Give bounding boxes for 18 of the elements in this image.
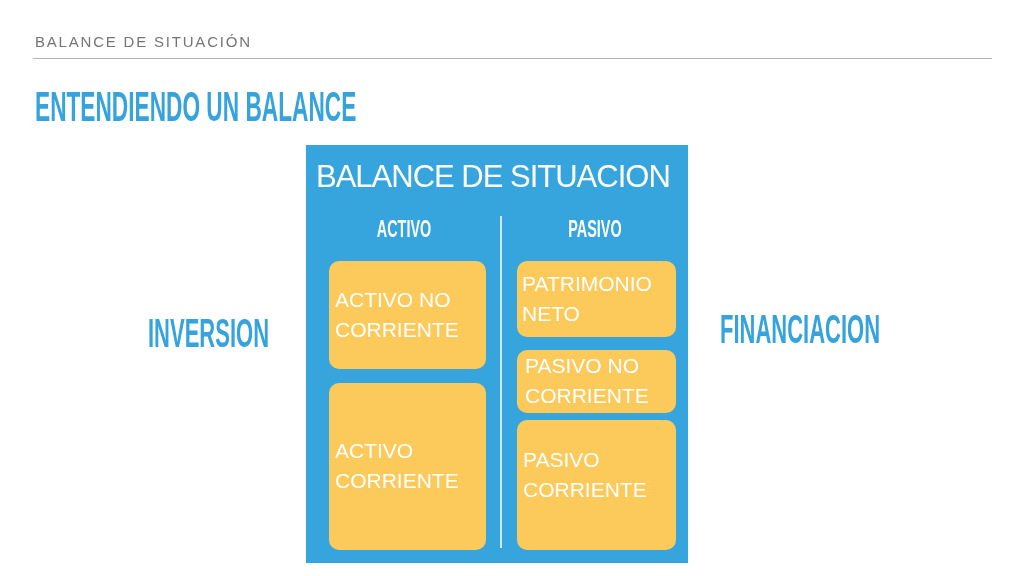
account-box — [517, 420, 676, 550]
account-label: PASIVO CORRIENTE — [523, 447, 648, 503]
account-label: ACTIVO CORRIENTE — [335, 438, 460, 494]
account-label: PASIVO NO CORRIENTE — [525, 353, 650, 409]
panel-heading: BALANCE DE SITUACION — [316, 161, 670, 192]
account-box — [517, 261, 676, 337]
side-label: FINANCIACION — [720, 309, 881, 349]
balance-sheet-panel — [306, 145, 688, 563]
account-label: PATRIMONIO NETO — [522, 271, 653, 327]
side-label: INVERSION — [148, 313, 270, 353]
column-heading: ACTIVO — [376, 217, 431, 241]
account-box — [329, 261, 486, 369]
account-box — [329, 383, 486, 550]
account-label: ACTIVO NO CORRIENTE — [335, 287, 460, 343]
account-box — [517, 350, 676, 413]
slide-title: ENTENDIENDO UN BALANCE — [35, 86, 357, 128]
column-heading: PASIVO — [567, 217, 622, 241]
section-header: BALANCE DE SITUACIÓN — [35, 34, 252, 49]
